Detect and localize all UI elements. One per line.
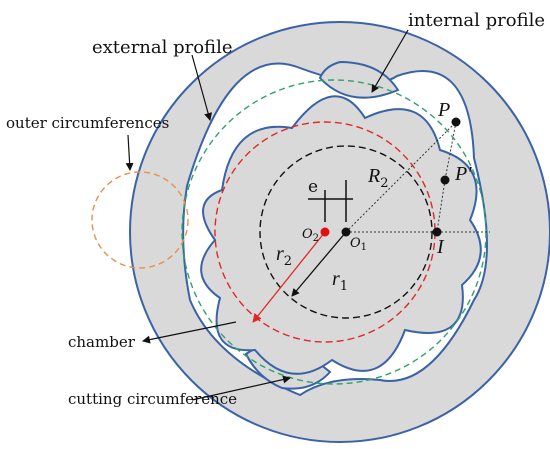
point-i [432, 227, 442, 237]
line-o1-to-p [345, 121, 457, 233]
symbol-o1: O1 [350, 236, 367, 253]
point-o2 [320, 227, 330, 237]
arrow-chamber [142, 321, 237, 344]
arrow-outer-circumferences [125, 134, 134, 171]
point-pprime [440, 175, 450, 185]
arrow-external-profile [191, 54, 212, 121]
label-outer-circumferences: outer circumferences [6, 114, 169, 132]
symbol-r2-capital: R2 [367, 165, 389, 191]
label-internal-profile: internal profile [408, 10, 545, 31]
label-cutting-circumference: cutting circumference [68, 390, 237, 408]
label-external-profile: external profile [92, 37, 232, 58]
symbol-p: P [437, 99, 450, 121]
arrow-cutting-circumference [191, 375, 291, 401]
arrow-internal-profile [371, 29, 409, 93]
outer-circumference-circle [91, 171, 189, 269]
point-o1 [341, 227, 351, 237]
symbol-i: I [436, 236, 445, 258]
symbol-o2: O2 [302, 227, 319, 244]
symbol-r1: r1 [332, 268, 348, 294]
symbol-pprime: P′ [454, 163, 472, 185]
point-p [451, 117, 461, 127]
symbol-e: e [308, 177, 318, 197]
r1-arrow [291, 231, 347, 297]
label-chamber: chamber [68, 333, 136, 351]
symbol-r2: r2 [276, 243, 292, 269]
line-p-to-pprime [444, 121, 457, 181]
r2-arrow [252, 231, 326, 323]
external-profile [200, 95, 482, 375]
line-pprime-to-i [436, 179, 446, 233]
